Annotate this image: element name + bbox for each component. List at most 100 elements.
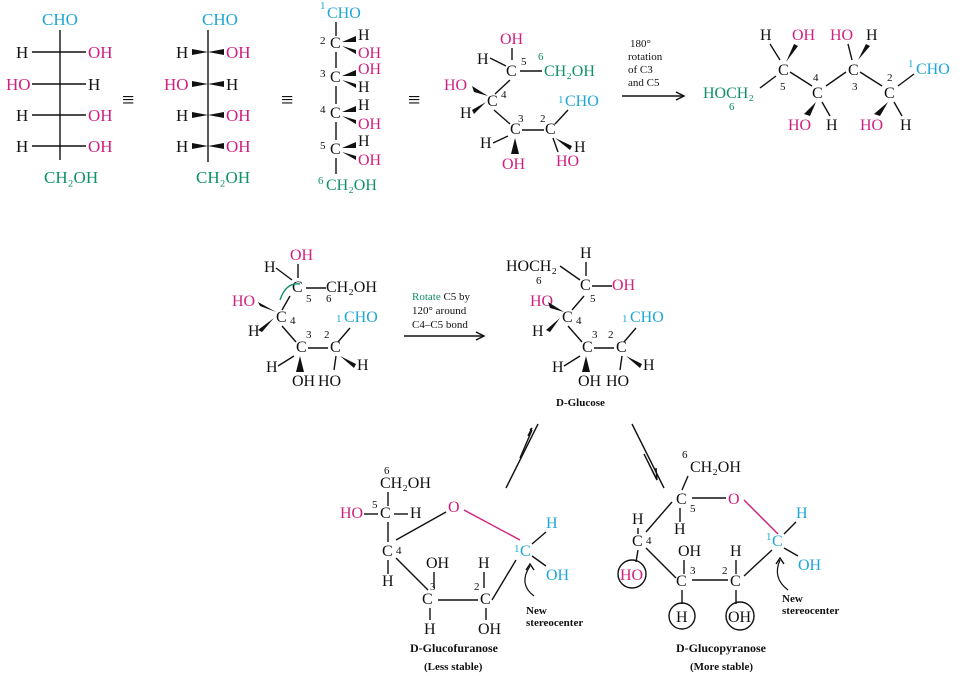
mid-c3: C: [296, 339, 307, 356]
curled-c2: C: [545, 121, 556, 138]
rotate-label-2: 120° around: [412, 305, 467, 317]
equiv-symbol-3: ≡: [408, 87, 420, 112]
dg-oh5: OH: [612, 277, 636, 294]
fur-c4: C: [382, 543, 393, 560]
fur-n2: 2: [474, 581, 480, 593]
vertical-bottom: CH₂OH: [326, 177, 377, 194]
pyr-n6: 6: [682, 449, 688, 461]
wedge-fischer-projection: CHO H OH HO H H OH H OH CH₂OH: [164, 10, 251, 187]
zigzag-n4: 4: [813, 72, 819, 84]
rotation-label-1: 180°: [630, 38, 651, 50]
fur-c3: C: [422, 591, 433, 608]
curled-oh3: OH: [502, 156, 526, 173]
rotate-label-3: C4–C5 bond: [412, 319, 468, 331]
dg-n4: 4: [576, 315, 582, 327]
d-glucose-rotated: HOCH₂ 6 C 5 OH H HO C 4 H 1 CHO C 3 C 2 …: [506, 245, 664, 409]
vertical-c5-h: H: [358, 133, 370, 150]
rotate-label-1: Rotate C5 by: [412, 291, 471, 303]
zigzag-n3: 3: [852, 81, 858, 93]
fur-new-stereo-2: stereocenter: [526, 617, 583, 629]
curled-c3: C: [510, 121, 521, 138]
dg-ho4: HO: [530, 293, 553, 310]
dg-oh3: OH: [578, 373, 602, 390]
zigzag-n2: 2: [887, 72, 893, 84]
furanose-name: D-Glucofuranose: [410, 641, 499, 655]
pyr-new-stereo-2: stereocenter: [782, 605, 839, 617]
curled-c4: C: [487, 93, 498, 110]
zigzag-c3: C: [848, 62, 859, 79]
curled-top-oh: OH: [500, 31, 524, 48]
zigzag-ho4: HO: [788, 117, 811, 134]
rotation-label-3: of C3: [628, 64, 653, 76]
vertical-top-cho: CHO: [327, 5, 361, 22]
fur-n1: 1: [514, 543, 520, 555]
pyr-c2: C: [730, 573, 741, 590]
pyr-h3: H: [676, 609, 688, 626]
mid-ho2: HO: [318, 373, 341, 390]
curled-chain-middle: OH H C 5 6 CH₂OH HO C 4 H 1 CHO C 3 C 2 …: [232, 247, 378, 390]
rotate-step: Rotate C5 by 120° around C4–C5 bond: [404, 291, 486, 341]
fischer-row1-right: OH: [88, 43, 113, 62]
pyr-c5: C: [676, 491, 687, 508]
fur-new-stereo-arrow: [524, 565, 535, 597]
curled-h2: H: [574, 139, 586, 156]
pyr-ring-o: O: [728, 491, 740, 508]
curled-n1: 1: [558, 94, 564, 106]
equiv-symbol-2: ≡: [281, 87, 293, 112]
zigzag-n1: 1: [908, 58, 914, 70]
pyr-oh2: OH: [728, 609, 752, 626]
pyr-n3: 3: [690, 565, 696, 577]
mid-cho: CHO: [344, 309, 378, 326]
pyr-c4: C: [632, 533, 643, 550]
fur-oh2: OH: [478, 621, 502, 638]
vertical-c3: C: [330, 69, 341, 86]
vertical-c4-h: H: [358, 97, 370, 114]
pyr-c1: C: [772, 533, 783, 550]
dg-n3: 3: [592, 329, 598, 341]
fischer-row3-left: H: [16, 106, 28, 125]
wedge-row2-left: HO: [164, 75, 189, 94]
curled-top-h: H: [477, 51, 489, 68]
pyr-oh2-circle: [725, 601, 755, 631]
fur-n5: 5: [372, 499, 378, 511]
fischer-row4-left: H: [16, 137, 28, 156]
mid-n6: 6: [326, 293, 332, 305]
mid-h3: H: [266, 359, 278, 376]
pyranose-stability: (More stable): [690, 661, 753, 673]
pyr-ch2oh: CH₂OH: [690, 459, 741, 476]
curled-n6: 6: [538, 51, 544, 63]
zigzag-c2: C: [884, 85, 895, 102]
dg-c5: C: [580, 277, 591, 294]
wedge-row1-left: H: [176, 43, 188, 62]
vertical-c2-oh: OH: [358, 45, 382, 62]
rotation-step: 180° rotation of C3 and C5: [622, 38, 686, 101]
wedge-row3-right: OH: [226, 106, 251, 125]
mid-n2: 2: [324, 329, 330, 341]
fur-oh1: OH: [546, 567, 570, 584]
vertical-top-num: 1: [320, 0, 326, 12]
fischer-row2-right: H: [88, 75, 100, 94]
pyr-n5: 5: [690, 503, 696, 515]
mid-h2: H: [357, 357, 369, 374]
fischer-row4-right: OH: [88, 137, 113, 156]
fischer-top-cho: CHO: [42, 10, 78, 29]
mid-n4: 4: [290, 315, 296, 327]
fur-c5: C: [380, 505, 391, 522]
dg-c4: C: [562, 309, 573, 326]
vertical-c3-oh: OH: [358, 61, 382, 78]
pyranose-name: D-Glucopyranose: [676, 641, 767, 655]
pyr-ho4: HO: [620, 567, 643, 584]
fischer-row3-right: OH: [88, 106, 113, 125]
curled-ho: HO: [444, 77, 467, 94]
dg-h5: H: [580, 245, 592, 262]
fur-h2: H: [478, 555, 490, 572]
pyr-h3-circle: [668, 602, 696, 630]
vertical-c2-num: 2: [320, 35, 326, 47]
curled-ch2oh: CH₂OH: [544, 63, 595, 80]
vertical-bottom-num: 6: [318, 175, 324, 187]
mid-ch2oh: CH₂OH: [326, 279, 377, 296]
zigzag-chain: HOCH₂ 6 C 5 H OH C 4 HO H C 3 HO H C 2 H…: [703, 27, 950, 134]
zigzag-c5: C: [778, 62, 789, 79]
pyr-n1: 1: [766, 531, 772, 543]
